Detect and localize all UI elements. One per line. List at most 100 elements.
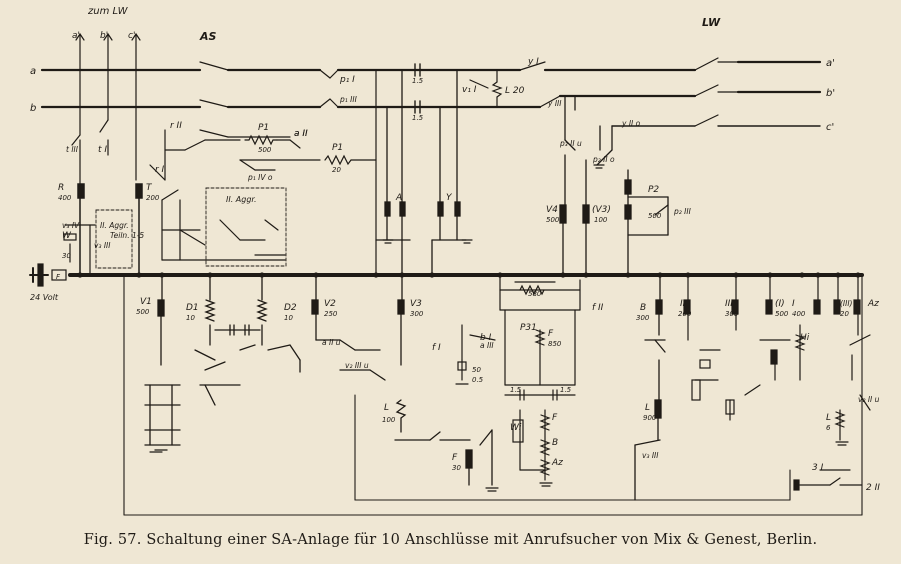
component-label-F850_val: 850: [548, 340, 562, 348]
l20-choke: [469, 61, 561, 108]
component-label-a2: a II: [294, 129, 308, 139]
component-label-L6: L: [826, 413, 831, 423]
component-label-D2_val: 10: [284, 314, 293, 322]
component-label-p1res_val: 20: [332, 166, 341, 174]
component-label-V2: V2: [324, 299, 336, 309]
component-label-v1u: v₁ I: [462, 85, 477, 95]
component-label-c05: 0.5: [472, 376, 484, 384]
component-label-V1_val: 500: [136, 308, 150, 316]
component-label-V3: V3: [410, 299, 422, 309]
diagram-labels: zum LW a' b' c' AS LW a b a' b' c' II. A…: [30, 6, 835, 302]
line-a-right-label: a': [826, 58, 835, 69]
component-label-L100_val: 100: [382, 416, 396, 424]
return-loops: [123, 274, 863, 516]
terminal-a-prime: a': [72, 31, 80, 41]
component-label-L900: L: [645, 403, 650, 413]
wi-p31-block: [455, 274, 581, 481]
component-label-F30: F: [452, 453, 458, 463]
component-label-z3: 3 I: [812, 463, 824, 473]
component-label-F30_val: 30: [452, 464, 461, 472]
component-label-R2: II: [680, 299, 686, 309]
component-label-T_val: 200: [146, 194, 160, 202]
component-label-v3III: v₃ III: [94, 241, 111, 250]
component-label-c15d: 1.5: [560, 386, 572, 394]
lw-switches: [694, 57, 739, 127]
capacitors-15: [414, 63, 421, 114]
component-label-p1ivo: p₁ IV o: [247, 173, 273, 182]
to-lw-verticals: [71, 32, 141, 186]
component-label-B_b: B: [552, 438, 558, 448]
component-label-p2III: p₂ III: [673, 207, 692, 216]
p1-contacts: [319, 69, 339, 108]
component-label-R3b: (III): [840, 299, 853, 308]
line-b-left-label: b: [30, 103, 36, 114]
lower-left-relays: [144, 274, 405, 451]
component-label-L6_val: 6: [826, 424, 831, 432]
component-label-Wi: Wi: [510, 423, 522, 433]
component-label-p3IIu: p₃ II u: [559, 139, 582, 148]
figure-caption: Fig. 57. Schaltung einer SA-Anlage für 1…: [83, 532, 818, 548]
component-label-v2IIIu: v₂ III u: [345, 361, 369, 370]
component-label-aIIu: a II u: [322, 338, 341, 347]
component-label-V3_val: 300: [410, 310, 424, 318]
component-label-R1b: I: [792, 299, 795, 309]
component-label-T: T: [146, 183, 153, 193]
component-label-P31: P31: [520, 323, 537, 333]
component-label-L100: L: [384, 403, 389, 413]
component-label-P2_val: 500: [648, 212, 662, 220]
component-label-y1: y I: [527, 57, 539, 67]
fuse-label: F: [56, 273, 61, 281]
component-label-W: W: [62, 231, 72, 241]
component-label-p1b: p₁ III: [339, 95, 358, 104]
component-label-r2: r II: [170, 121, 182, 131]
component-label-F_b: F: [552, 413, 558, 423]
component-label-Az_b: Az: [551, 458, 563, 468]
l100-f30: [394, 399, 493, 486]
component-label-c15a: 1.5: [412, 77, 424, 85]
component-label-D1_val: 10: [186, 314, 195, 322]
as-switches: [199, 61, 291, 138]
component-label-Y: Y: [446, 193, 453, 203]
component-label-c15c: 1.5: [510, 386, 522, 394]
relay-p1-area: [149, 69, 377, 276]
component-label-teiln: Teiln. 1-5: [110, 231, 144, 240]
component-label-r1: r I: [155, 165, 165, 175]
battery-label: 24 Volt: [30, 293, 59, 302]
component-label-p1a: p₁ I: [339, 75, 355, 85]
b300-l900: [634, 274, 666, 501]
component-label-l20: L 20: [505, 86, 525, 96]
component-label-R2_val: 200: [678, 310, 692, 318]
component-label-V1: V1: [140, 297, 152, 307]
component-label-p1coil: P1: [258, 123, 269, 133]
component-label-v3III_b: v₃ III: [642, 451, 659, 460]
component-label-v2IIu: v₂ II u: [858, 395, 880, 404]
component-label-R3: III: [725, 299, 733, 309]
component-label-Az: Az: [867, 299, 879, 309]
left-bottom-cluster: [63, 224, 96, 276]
component-label-R1: (I): [775, 299, 785, 309]
component-label-y3: y III: [547, 99, 562, 108]
component-label-B300_val: 300: [636, 314, 650, 322]
line-c-right-label: c': [826, 122, 834, 133]
circuit-diagram: zum LW a' b' c' AS LW a b a' b' c' II. A…: [29, 6, 880, 516]
label-zum-lw: zum LW: [87, 6, 129, 17]
component-label-a2: a II: [294, 129, 308, 139]
relays-v4-p2: [559, 95, 669, 276]
aggr-contents: [161, 189, 286, 261]
terminal-b-prime: b': [100, 31, 108, 41]
component-label-A: A: [395, 193, 402, 203]
right-relays: [683, 274, 871, 491]
main-busbar: [29, 263, 864, 287]
label-as: AS: [199, 30, 217, 43]
component-label-V4_val: 500: [546, 216, 560, 224]
component-label-P2: P2: [648, 185, 659, 195]
component-label-f2: f II: [592, 303, 604, 313]
component-label-b1: b I: [480, 333, 492, 343]
coils-r-t: [77, 183, 143, 276]
component-label-t3: t III: [66, 145, 79, 154]
component-label-V4: V4: [546, 205, 558, 215]
component-label-f1: f I: [432, 343, 441, 353]
component-label-p1coil_val: 500: [258, 146, 272, 154]
component-label-V3p: (V3): [592, 205, 611, 215]
